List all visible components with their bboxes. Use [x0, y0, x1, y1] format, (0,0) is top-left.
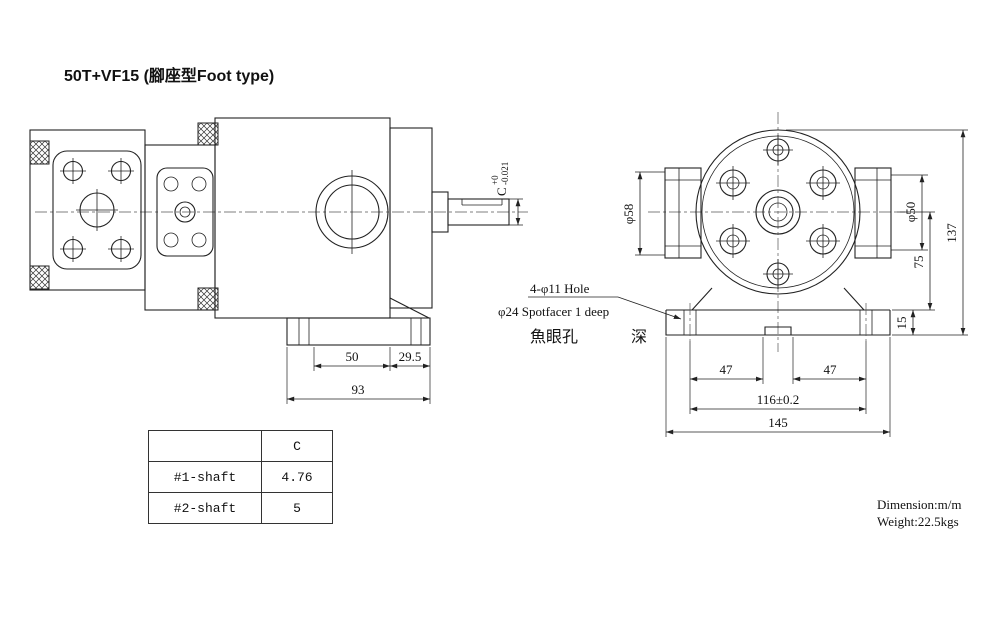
- annotation-spotfacer: φ24 Spotfacer 1 deep: [498, 304, 609, 319]
- shaft1-label: #1-shaft: [148, 461, 262, 493]
- shaft-dim-letter: C: [494, 187, 509, 196]
- front-view-vertical-dimensions: φ58 φ50 137 75 15: [621, 129, 968, 336]
- front-view: 47 47 116±0.2 145 φ58 φ50: [621, 112, 968, 437]
- table-header-row: C: [148, 430, 333, 462]
- annotation-cjk-right: 深: [631, 328, 647, 346]
- table-row: #1-shaft 4.76: [148, 461, 333, 493]
- spotface-annotation: 4-φ11 Hole φ24 Spotfacer 1 deep 魚眼孔 深: [498, 281, 682, 346]
- dim-75: 75: [911, 256, 926, 269]
- shaft-dim-lower-tol: -0.021: [500, 162, 510, 185]
- shaft-diameter-dimension: C +0 -0.021: [490, 162, 523, 226]
- front-view-bottom-dimensions: 47 47 116±0.2 145: [665, 337, 891, 437]
- dim-137: 137: [944, 223, 959, 243]
- table-row: #2-shaft 5: [148, 492, 333, 524]
- weight-note: Weight:22.5kgs: [877, 514, 959, 529]
- dim-145: 145: [768, 415, 788, 430]
- dim-47-left: 47: [720, 362, 734, 377]
- side-view: 50 29.5 93 C +0 -0.021: [29, 117, 528, 404]
- shaft-dim-upper-tol: +0: [490, 175, 500, 185]
- drawing-title: 50T+VF15 (腳座型Foot type): [64, 68, 275, 85]
- table-header-empty: [148, 430, 262, 462]
- dim-50: 50: [346, 349, 359, 364]
- dim-phi58: φ58: [621, 204, 636, 225]
- dim-15: 15: [894, 317, 909, 330]
- shaft2-value: 5: [261, 492, 333, 524]
- dim-47-right: 47: [824, 362, 838, 377]
- shaft-table: C #1-shaft 4.76 #2-shaft 5: [148, 430, 333, 524]
- shaft1-value: 4.76: [261, 461, 333, 493]
- drawing-notes: Dimension:m/m Weight:22.5kgs: [877, 496, 962, 530]
- dim-116: 116±0.2: [757, 392, 799, 407]
- side-view-dimensions: 50 29.5 93: [286, 347, 431, 404]
- shaft2-label: #2-shaft: [148, 492, 262, 524]
- dimension-unit-note: Dimension:m/m: [877, 497, 962, 512]
- dim-29-5: 29.5: [399, 349, 422, 364]
- annotation-cjk-left: 魚眼孔: [530, 328, 578, 346]
- table-header-c: C: [261, 430, 333, 462]
- dim-93: 93: [352, 382, 365, 397]
- annotation-hole: 4-φ11 Hole: [530, 281, 590, 296]
